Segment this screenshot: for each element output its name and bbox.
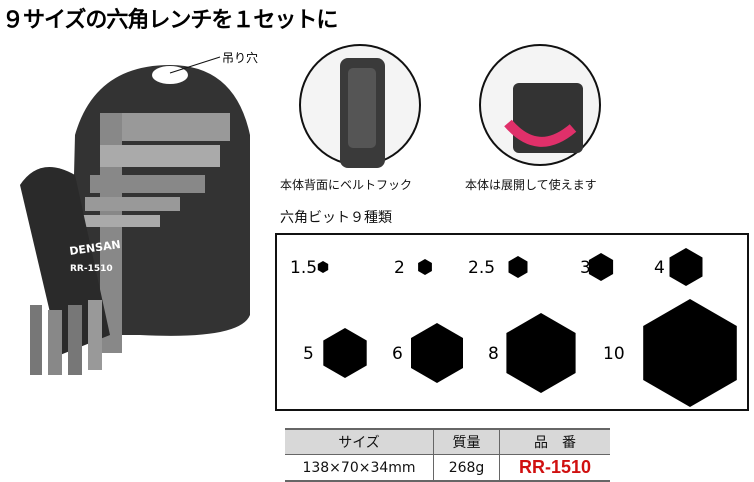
hex-bit-label: 1.5 [290,258,317,278]
product-photo: 吊り穴 DENSAN RR-1510 [20,50,258,375]
header-model: 品 番 [499,428,610,455]
rotate-arrow-icon [504,119,577,147]
hex-bit-label: 2.5 [468,258,495,278]
weight-value: 268g [433,454,500,482]
hex-bit-label: 3 [580,258,591,278]
hex-bit-label: 4 [654,258,665,278]
bits-heading: 六角ビット９種類 [280,210,392,226]
hex-bit-5 [323,328,367,378]
hex-bit-10 [643,299,737,407]
hex-bit-label: 6 [392,344,403,364]
hex-bit-2 [418,259,432,275]
model-value: RR-1510 [499,454,610,482]
model-print: RR-1510 [70,264,113,274]
wrench-set-image [20,56,250,375]
unfold-photo [479,44,601,166]
feature-caption-belt-hook: 本体背面にベルトフック [280,178,413,192]
hex-bit-6 [411,323,463,383]
hex-bit-label: 8 [488,344,499,364]
hex-bit-4 [669,248,703,286]
hanger-hole-label: 吊り穴 [222,50,258,65]
hex-bit-8 [506,313,576,393]
size-value: 138×70×34mm [285,454,434,482]
feature-caption-unfold: 本体は展開して使えます [465,178,597,192]
hex-bit-label: 5 [303,344,314,364]
hex-bit-3 [588,253,614,281]
hex-bit-2.5 [508,256,528,278]
bits-panel [275,233,749,411]
header-size: サイズ [285,428,434,455]
header-weight: 質量 [433,428,500,455]
page-title: ９サイズの六角レンチを１セットに [2,8,338,33]
hex-bit-label: 2 [394,258,405,278]
belt-hook-photo [299,44,421,168]
hex-bit-label: 10 [603,344,625,364]
hex-bit-1.5 [317,261,329,273]
